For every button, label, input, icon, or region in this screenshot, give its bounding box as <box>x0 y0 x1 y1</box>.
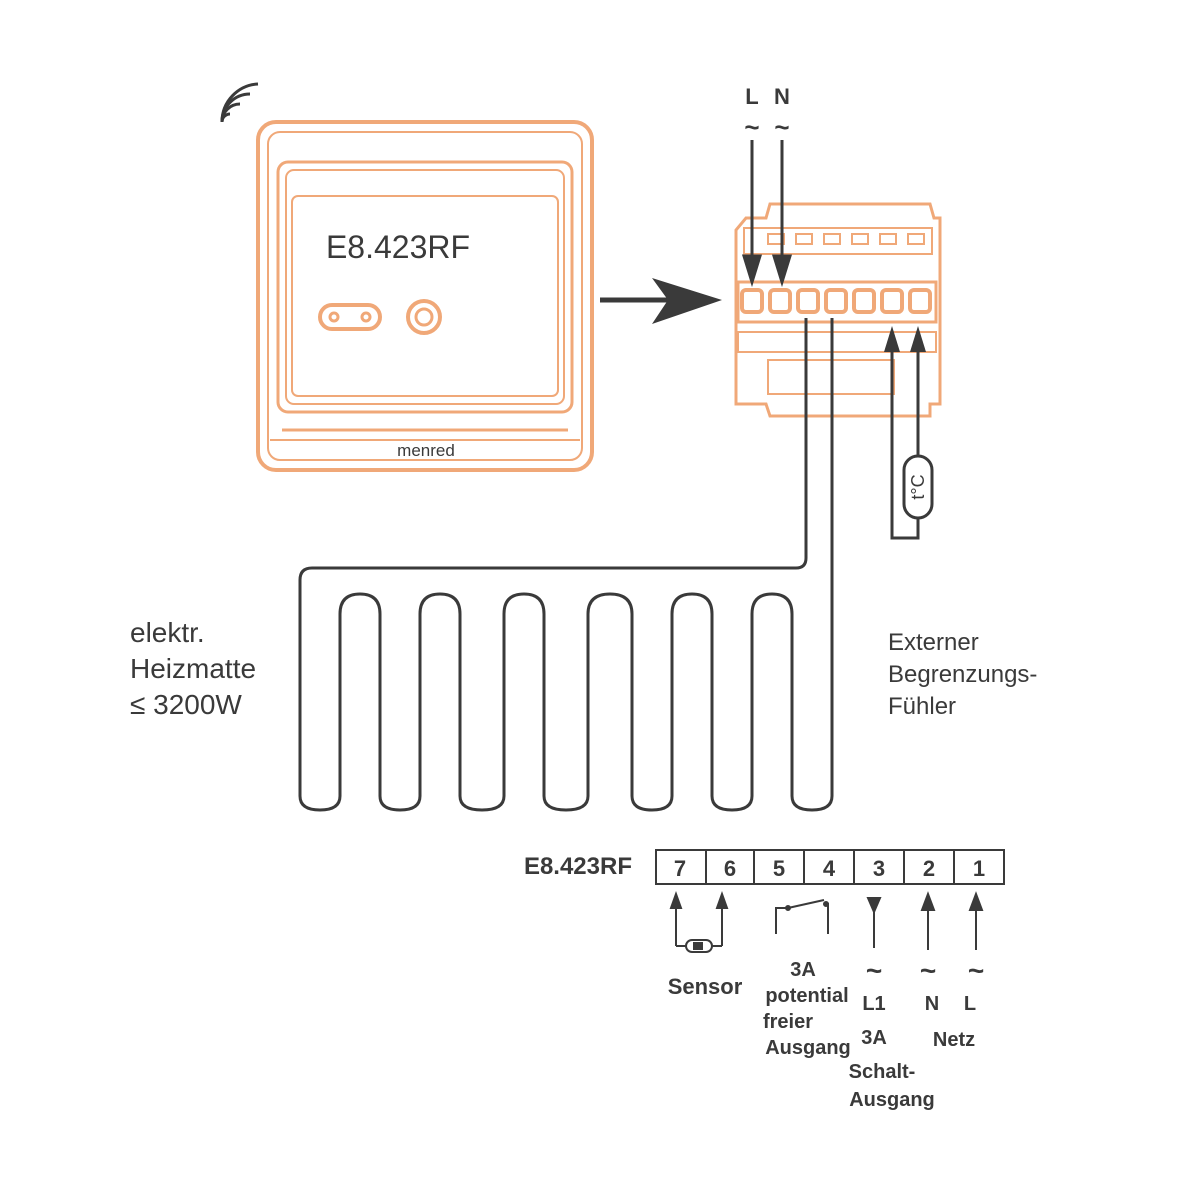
sensor-connection-icon <box>669 891 729 953</box>
terminal-7: 7 <box>674 856 686 881</box>
round-button-icon <box>406 299 442 335</box>
l1-label-line3: Schalt- <box>849 1061 916 1083</box>
l-ac-symbol: ~ <box>968 955 984 986</box>
l1-label-line2: 3A <box>861 1027 887 1049</box>
heating-mat-label-line2: Heizmatte <box>130 653 256 684</box>
l-label: L <box>964 993 976 1015</box>
relay-label-line3: freier <box>763 1011 813 1033</box>
relay-contact-icon <box>775 899 829 934</box>
wireless-signal-icon <box>220 82 259 123</box>
terminal-2: 2 <box>923 856 935 881</box>
sensor-wires <box>884 326 926 540</box>
supply-n-ac-symbol: ~ <box>774 112 789 142</box>
external-sensor-label-line3: Fühler <box>888 693 956 720</box>
external-sensor-label-line2: Begrenzungs- <box>888 661 1037 688</box>
terminal-1: 1 <box>973 856 985 881</box>
sensor-label: Sensor <box>668 974 743 999</box>
heating-mat-label-line1: elektr. <box>130 617 205 648</box>
l1-label-line4: Ausgang <box>849 1089 935 1111</box>
relay-label-line1: 3A <box>790 959 816 981</box>
sensor-symbol: t°C <box>908 474 928 499</box>
n-input-arrow <box>920 891 936 950</box>
heating-mat-cable <box>298 318 834 812</box>
connection-arrow-icon <box>600 278 722 324</box>
temperature-sensor-icon: t°C <box>902 454 934 520</box>
terminal-strip: 7 6 5 4 3 2 1 <box>655 849 1005 885</box>
n-label: N <box>925 993 939 1015</box>
terminal-3: 3 <box>873 856 885 881</box>
l1-label-line1: L1 <box>862 993 885 1015</box>
supply-arrows <box>741 140 793 288</box>
thermostat-device: E8.423RF menred <box>256 120 594 472</box>
relay-label-line4: Ausgang <box>765 1037 851 1059</box>
relay-label-line2: potential <box>765 985 848 1007</box>
terminal-block-device <box>734 202 942 418</box>
heating-mat-label-line3: ≤ 3200W <box>130 689 242 720</box>
terminal-4: 4 <box>823 856 836 881</box>
netz-label: Netz <box>933 1029 975 1051</box>
l1-ac-symbol: ~ <box>866 955 882 986</box>
external-sensor-label-line1: Externer <box>888 629 979 656</box>
l-input-arrow <box>968 891 984 950</box>
wiring-model-label: E8.423RF <box>524 853 632 880</box>
thermostat-model-label: E8.423RF <box>326 229 470 265</box>
n-ac-symbol: ~ <box>920 955 936 986</box>
supply-l-label: L <box>745 84 758 109</box>
terminal-6: 6 <box>724 856 736 881</box>
l1-output-arrow <box>866 897 882 948</box>
terminal-5: 5 <box>773 856 785 881</box>
oval-button-icon <box>318 303 382 331</box>
supply-l-ac-symbol: ~ <box>744 112 759 142</box>
brand-logo: menred <box>397 441 455 460</box>
supply-n-label: N <box>774 84 790 109</box>
